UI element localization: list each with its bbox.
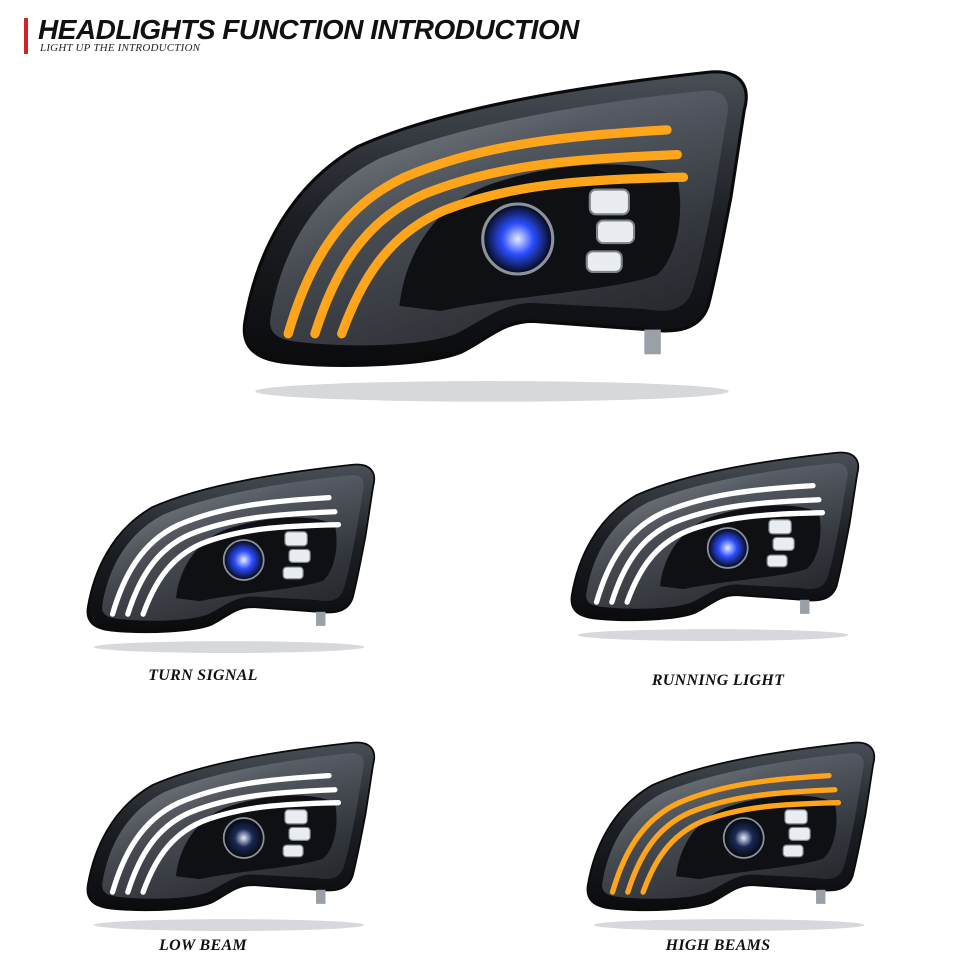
high-beams-label: HIGH BEAMS	[665, 937, 771, 954]
low-beam-label: LOW BEAM	[159, 937, 247, 954]
running-light-headlight-image	[558, 448, 868, 648]
high-beams-headlight-image	[574, 738, 884, 938]
page-subtitle: LIGHT UP THE INTRODUCTION	[40, 42, 201, 54]
running-light-label: RUNNING LIGHT	[651, 672, 785, 689]
turn-signal-label: TURN SIGNAL	[148, 667, 258, 684]
page-title: HEADLIGHTS FUNCTION INTRODUCTION	[38, 14, 579, 45]
header-accent-bar	[24, 18, 28, 54]
turn-signal-headlight-image	[74, 460, 384, 660]
page-header: HEADLIGHTS FUNCTION INTRODUCTION LIGHT U…	[24, 14, 724, 58]
low-beam-headlight-image	[74, 738, 384, 938]
hero-headlight-image	[222, 64, 762, 414]
